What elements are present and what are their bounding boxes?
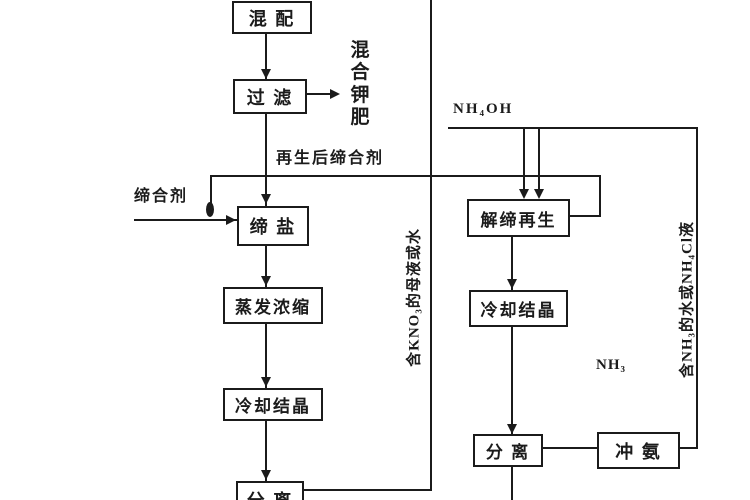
flow-line-evaporation-cooling xyxy=(265,320,267,388)
flow-line-filtration-association xyxy=(265,110,267,206)
flow-line-nh4oh-drop2 xyxy=(538,127,540,193)
node-cooling-left-label: 冷却结晶 xyxy=(235,397,311,416)
node-separation-right: 分 离 xyxy=(473,434,543,467)
node-mixing: 混 配 xyxy=(232,1,312,34)
label-agent: 缔合剂 xyxy=(134,188,189,205)
flow-line-agent-feed xyxy=(134,219,238,221)
flow-line-association-evaporation xyxy=(265,242,267,287)
node-evaporation-label: 蒸发浓缩 xyxy=(235,298,311,317)
label-mixed-potash-fertilizer: 混合钾肥 xyxy=(350,40,370,129)
arrowhead-into-dissociation-2 xyxy=(534,189,544,199)
node-cooling-right-label: 冷却结晶 xyxy=(480,301,557,320)
node-association: 缔 盐 xyxy=(237,206,309,246)
node-ammonia-wash-label: 冲 氨 xyxy=(615,441,662,462)
node-evaporation: 蒸发浓缩 xyxy=(223,287,323,324)
node-cooling-left: 冷却结晶 xyxy=(223,388,323,421)
node-dissociation-regeneration-label: 解缔再生 xyxy=(480,210,557,230)
flow-line-cooling-separation-left xyxy=(265,417,267,481)
arrowhead-junction-blob xyxy=(206,202,214,217)
arrowhead-into-separation-right xyxy=(507,424,517,434)
flow-line-into-ammonia-wash xyxy=(675,447,698,449)
arrowhead-into-evaporation xyxy=(261,276,271,286)
arrowhead-into-potash xyxy=(330,89,340,99)
arrowhead-into-cooling-right xyxy=(507,279,517,289)
node-filtration: 过 滤 xyxy=(233,79,307,114)
node-cooling-right: 冷却结晶 xyxy=(469,290,568,327)
node-separation-right-label: 分 离 xyxy=(485,443,531,462)
node-filtration-label: 过 滤 xyxy=(246,87,294,108)
flow-line-kno3-recycle-vertical xyxy=(430,0,432,491)
node-mixing-label: 混 配 xyxy=(248,8,296,29)
arrowhead-into-association-top xyxy=(261,194,271,204)
flow-line-cooling-separation-right xyxy=(511,323,513,435)
node-association-label: 缔 盐 xyxy=(249,217,297,237)
flow-line-nh4oh xyxy=(448,127,698,129)
node-separation-left: 分 离 xyxy=(236,481,304,500)
node-dissociation-regeneration: 解缔再生 xyxy=(467,199,570,237)
flow-line-regenerated-agent-drop xyxy=(210,175,212,205)
flow-line-below-separation-right xyxy=(511,463,513,500)
arrowhead-into-cooling-left xyxy=(261,377,271,387)
label-regenerated-agent: 再生后缔合剂 xyxy=(276,150,385,167)
flow-line-filtration-potash xyxy=(302,93,334,95)
arrowhead-into-filtration xyxy=(261,69,271,79)
flow-line-regen-loop-into-box xyxy=(565,215,601,217)
label-nh4oh: NH₄OH xyxy=(453,101,514,117)
flow-line-mixing-filtration xyxy=(265,29,267,80)
label-kno3-stream: 含KNO₃的母液或水 xyxy=(406,228,423,367)
flow-line-kno3-recycle-bottom xyxy=(299,489,432,491)
node-separation-left-label: 分 离 xyxy=(247,487,294,500)
arrowhead-into-separation-left xyxy=(261,470,271,480)
flow-line-regen-loop-vertical xyxy=(599,175,601,217)
flow-line-nh4oh-drop1 xyxy=(523,127,525,193)
flow-line-dissociation-cooling xyxy=(511,233,513,290)
label-nh3-stream: 含NH₃的水或NH₄Cl液 xyxy=(679,221,696,378)
flow-line-nh3-stream-vertical xyxy=(696,127,698,449)
flow-line-regenerated-agent xyxy=(210,175,601,177)
label-nh3: NH₃ xyxy=(596,357,626,373)
flow-line-separation-ammonia-wash xyxy=(539,447,599,449)
node-ammonia-wash: 冲 氨 xyxy=(597,432,680,469)
arrowhead-into-association-left xyxy=(226,215,236,225)
arrowhead-into-dissociation-1 xyxy=(519,189,529,199)
